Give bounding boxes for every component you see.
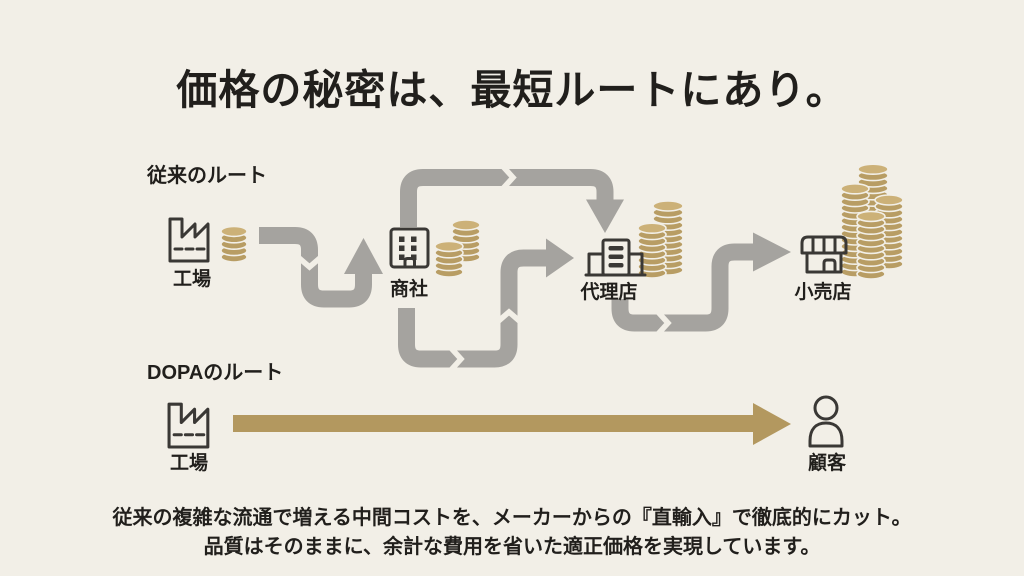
coin: [840, 183, 870, 195]
coin: [856, 210, 886, 223]
retailer-label: 小売店: [794, 282, 852, 303]
flow-chevron: [655, 310, 672, 336]
coin: [637, 222, 667, 234]
retail-store-icon: [800, 235, 848, 274]
route-segment-factory-trader: [259, 227, 372, 308]
coin: [874, 194, 904, 206]
trading-company-label: 商社: [389, 279, 428, 300]
page-title: 価格の秘密は、最短ルートにあり。: [176, 67, 848, 113]
coin: [857, 163, 889, 175]
flow-chevron: [448, 346, 465, 372]
route-segment-trader-agency-top: [400, 169, 614, 227]
route-segment-agency-retail: [611, 243, 753, 332]
coin-stacks: [220, 163, 904, 280]
arrowhead-right: [753, 232, 791, 272]
coin: [434, 240, 464, 253]
gold-arrowhead-right: [753, 403, 791, 445]
straight-arrow-icon: [233, 403, 791, 445]
traditional-route-label: 従来のルート: [147, 165, 267, 187]
trading-company-icon: [389, 227, 430, 269]
flow-chevron: [496, 308, 522, 324]
factory-label: 工場: [169, 453, 208, 474]
winding-arrow-icon: [398, 238, 574, 372]
dopa-route-label: DOPAのルート: [147, 362, 284, 384]
coin: [220, 225, 248, 238]
factory-label: 工場: [172, 269, 211, 290]
route-segment-trader-agency-bottom: [398, 249, 546, 368]
arrowhead-down: [586, 199, 624, 233]
winding-arrow-icon: [400, 164, 624, 233]
footer-text-line2: 品質はそのままに、余計な費用を省いた適正価格を実現しています。: [203, 536, 821, 558]
flow-chevron: [296, 255, 323, 271]
coin: [652, 200, 684, 212]
winding-arrow-icon: [611, 232, 791, 336]
gold-arrow-shaft: [233, 415, 754, 432]
agency-icon: [584, 238, 647, 277]
winding-arrow-icon: [259, 227, 383, 308]
factory-icon: [168, 217, 210, 263]
arrowhead-right: [546, 238, 574, 278]
footer-text-line1: 従来の複雑な流通で増える中間コストを、メーカーからの『直輸入』で徹底的にカット。: [112, 507, 912, 529]
arrowhead-up: [344, 238, 383, 274]
agency-label: 代理店: [580, 282, 638, 303]
coin: [451, 219, 481, 231]
flow-chevron: [500, 164, 517, 191]
customer-person-icon: [808, 395, 844, 448]
customer-label: 顧客: [807, 453, 846, 474]
factory-icon: [167, 402, 210, 449]
